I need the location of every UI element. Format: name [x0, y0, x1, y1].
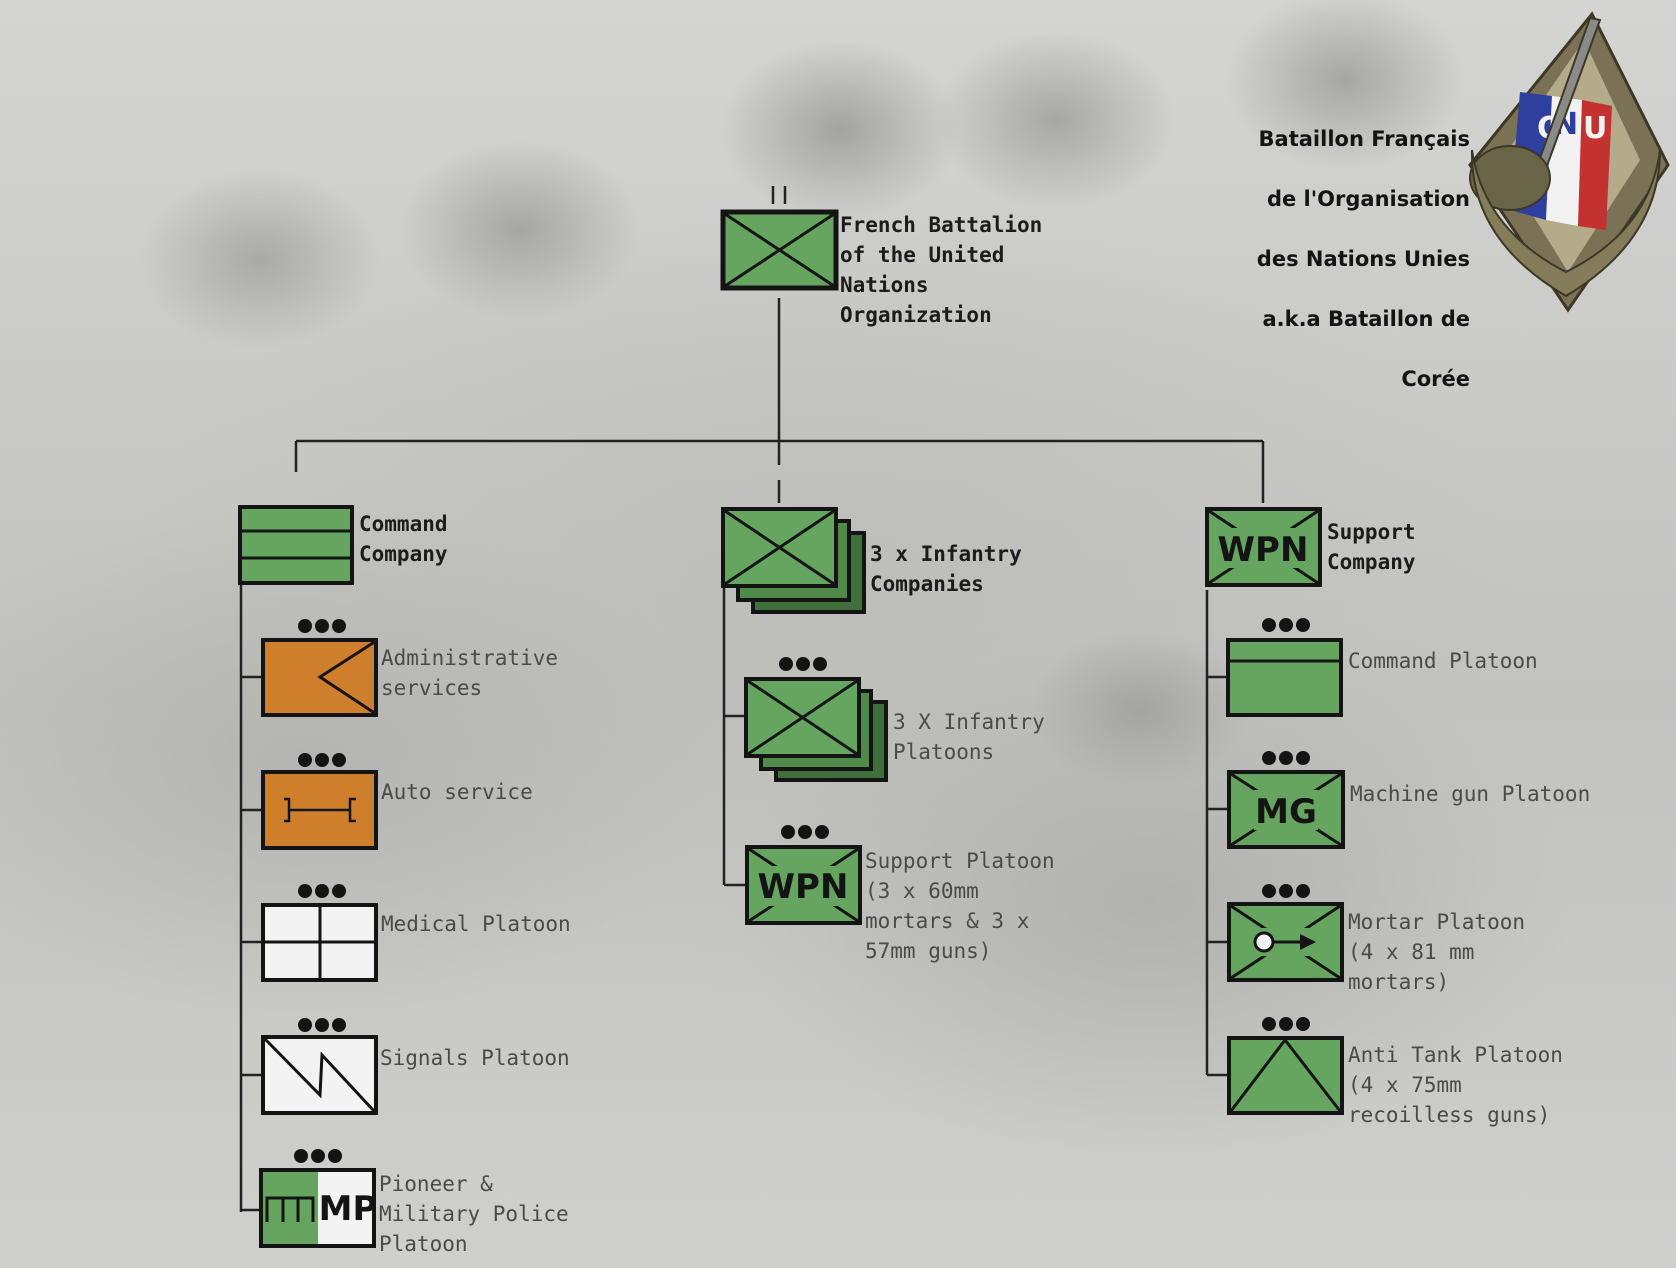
size-marker-platoon — [1262, 618, 1310, 632]
title-line: Bataillon Français — [1258, 127, 1470, 151]
support-platoon-label: Support Platoon (3 x 60mm mortars & 3 x … — [865, 849, 1055, 963]
title-line: des Nations Unies — [1256, 247, 1470, 271]
size-marker-platoon — [779, 657, 827, 671]
signals-platoon-symbol[interactable] — [261, 1018, 378, 1115]
signals-platoon-label: Signals Platoon — [380, 1046, 570, 1070]
size-marker-platoon — [1262, 1017, 1310, 1031]
command-company-symbol[interactable] — [238, 505, 354, 585]
support-company-label: Support Company — [1327, 520, 1416, 574]
support-platoon-symbol[interactable]: WPN — [745, 825, 862, 925]
infantry-companies-label: 3 x Infantry Companies — [870, 542, 1022, 596]
size-marker-platoon — [298, 753, 346, 767]
svg-text:U: U — [1583, 111, 1607, 146]
support-platoon-text: WPN — [758, 867, 849, 907]
battalion-symbol[interactable] — [720, 186, 839, 291]
size-marker-platoon — [1262, 751, 1310, 765]
mortar-platoon-symbol[interactable] — [1227, 884, 1344, 982]
support-company-text: WPN — [1218, 530, 1309, 570]
page-title: Bataillon Français de l'Organisation des… — [1180, 94, 1470, 424]
size-marker-platoon — [298, 619, 346, 633]
medical-platoon-label: Medical Platoon — [381, 912, 571, 936]
size-marker-platoon — [294, 1149, 342, 1163]
mortar-platoon-label: Mortar Platoon (4 x 81 mm mortars) — [1348, 910, 1526, 994]
battalion-label: French Battalion of the United Nations O… — [840, 213, 1043, 327]
pioneer-mp-text: MP — [319, 1189, 378, 1229]
support-company-symbol[interactable]: WPN — [1205, 507, 1322, 587]
onu-insignia-icon: O N U — [1468, 11, 1670, 313]
medical-platoon-symbol[interactable] — [261, 884, 378, 982]
auto-service-symbol[interactable] — [261, 753, 378, 850]
infantry-companies-symbol[interactable] — [721, 507, 866, 614]
machine-gun-platoon-symbol[interactable]: MG — [1227, 751, 1345, 849]
admin-services-symbol[interactable] — [261, 619, 378, 717]
pioneer-mp-platoon-label: Pioneer & Military Police Platoon — [379, 1172, 569, 1256]
command-icon — [1226, 638, 1343, 717]
title-line: a.k.a Bataillon de — [1262, 307, 1470, 331]
pioneer-mp-platoon-symbol[interactable]: MP — [259, 1149, 378, 1248]
machine-gun-platoon-label: Machine gun Platoon — [1350, 782, 1591, 806]
size-marker-platoon — [781, 825, 829, 839]
size-marker-platoon — [1262, 884, 1310, 898]
size-marker-platoon — [298, 1018, 346, 1032]
size-marker-battalion — [771, 186, 787, 204]
infantry-platoons-symbol[interactable] — [744, 657, 888, 782]
auto-service-label: Auto service — [381, 780, 533, 804]
anti-tank-platoon-symbol[interactable] — [1227, 1017, 1344, 1115]
command-platoon-label: Command Platoon — [1348, 649, 1538, 673]
machine-gun-text: MG — [1255, 792, 1317, 832]
size-marker-platoon — [298, 884, 346, 898]
infantry-platoons-label: 3 X Infantry Platoons — [893, 710, 1045, 764]
admin-services-label: Administrative services — [381, 646, 559, 700]
command-icon — [238, 505, 354, 585]
anti-tank-icon — [1227, 1036, 1344, 1115]
title-line: Corée — [1401, 367, 1470, 391]
connector-lines — [239, 298, 1265, 1212]
title-line: de l'Organisation — [1266, 187, 1470, 211]
command-company-label: Command Company — [359, 512, 448, 566]
command-platoon-symbol[interactable] — [1226, 618, 1343, 717]
anti-tank-platoon-label: Anti Tank Platoon (4 x 75mm recoilless g… — [1348, 1043, 1563, 1127]
